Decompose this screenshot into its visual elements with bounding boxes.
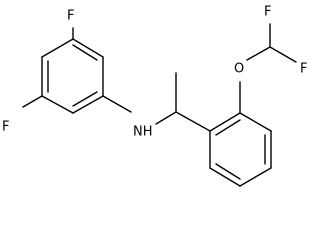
bond xyxy=(175,111,211,132)
bond xyxy=(72,38,104,58)
double-bond xyxy=(72,44,98,61)
molecule-structure: F F NH O F F xyxy=(2,5,307,187)
bond xyxy=(155,111,177,125)
molecule-diagram: F F NH O F F xyxy=(2,4,308,187)
fluorine-atom-right: F xyxy=(300,62,307,77)
difluoromethoxyphenyl-ring xyxy=(209,112,272,187)
fluorine-atom-upper: F xyxy=(264,5,271,20)
bond xyxy=(102,95,132,113)
bond xyxy=(41,95,74,114)
double-bond xyxy=(215,163,241,180)
bond xyxy=(209,112,241,132)
fluorine-atom-bottom: F xyxy=(2,120,9,135)
bond xyxy=(246,46,271,61)
nh-group: NH xyxy=(133,125,153,140)
bond xyxy=(41,38,74,58)
double-bond xyxy=(72,91,98,107)
difluorophenyl-ring xyxy=(41,38,104,114)
bond xyxy=(239,112,272,132)
bond xyxy=(269,46,297,63)
bond xyxy=(239,167,272,187)
bond xyxy=(209,167,241,187)
oxygen-atom: O xyxy=(234,62,244,77)
bond xyxy=(22,95,43,108)
bond xyxy=(72,95,104,114)
double-bond xyxy=(215,119,241,136)
fluorine-atom-top: F xyxy=(67,9,74,24)
